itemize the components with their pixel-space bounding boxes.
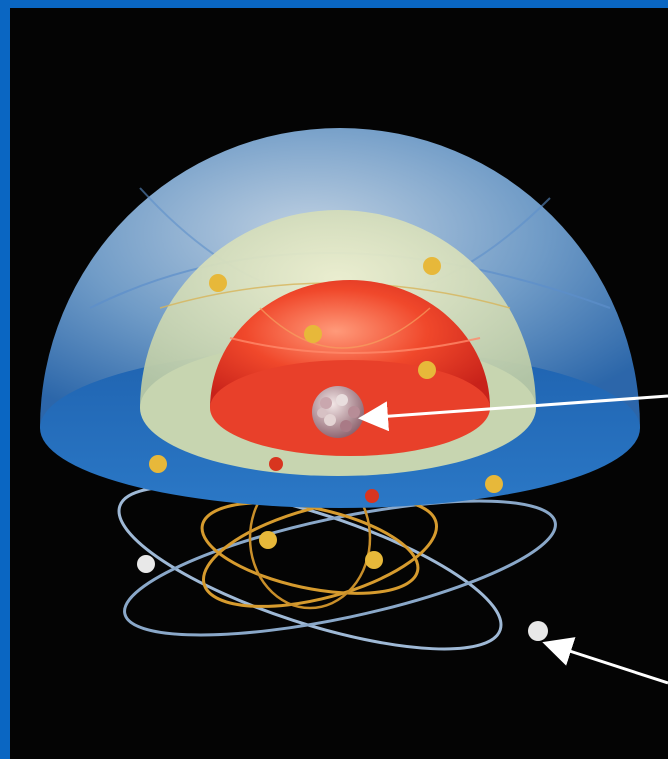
electron-gold	[304, 325, 322, 343]
electron-gold	[209, 274, 227, 292]
electron-red	[365, 489, 379, 503]
nucleus	[312, 386, 364, 438]
electron-red	[269, 457, 283, 471]
electron-white	[528, 621, 548, 641]
figure-canvas	[10, 8, 668, 759]
electron-arrow	[548, 644, 668, 683]
electron-white	[137, 555, 155, 573]
electron-gold	[423, 257, 441, 275]
electron-gold	[259, 531, 277, 549]
atom-illustration	[10, 8, 668, 759]
electron-gold	[149, 455, 167, 473]
electron-gold	[418, 361, 436, 379]
electron-gold	[365, 551, 383, 569]
electron-gold	[485, 475, 503, 493]
